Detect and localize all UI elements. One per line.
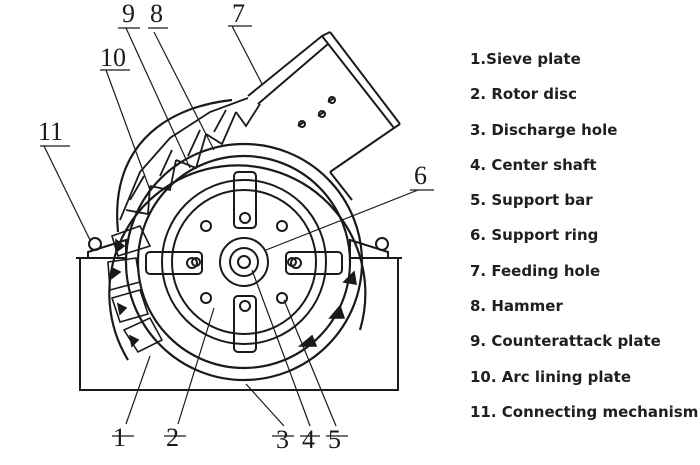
- legend-item-connecting-mechanism: 11. Connecting mechanism: [470, 402, 699, 421]
- callout-7: 7: [232, 0, 245, 28]
- rotor-disc: [161, 179, 327, 345]
- callout-9: 9: [122, 0, 135, 28]
- callout-4: 4: [302, 425, 315, 454]
- callout-6: 6: [414, 161, 427, 190]
- callout-3: 3: [276, 425, 289, 454]
- legend-item-counterattack-plate: 9. Counterattack plate: [470, 332, 661, 351]
- legend-item-support-bar: 5. Support bar: [470, 191, 593, 210]
- feeding-hole: [247, 31, 401, 201]
- parts-legend: 1.Sieve plate 2. Rotor disc 3. Discharge…: [470, 44, 700, 432]
- callout-8: 8: [150, 0, 163, 28]
- callout-10: 10: [100, 43, 126, 72]
- center-shaft: [219, 237, 269, 287]
- legend-item-arc-lining-plate: 10. Arc lining plate: [470, 367, 632, 386]
- legend-item-rotor-disc: 2. Rotor disc: [470, 85, 578, 104]
- leader-lines: [40, 25, 434, 437]
- callout-1: 1: [113, 423, 126, 452]
- hammers: [145, 171, 343, 353]
- legend-item-support-ring: 6. Support ring: [470, 226, 599, 245]
- connecting-mechanism: [87, 237, 389, 259]
- callout-5: 5: [328, 425, 341, 454]
- legend-item-feeding-hole: 7. Feeding hole: [470, 261, 601, 280]
- legend-item-sieve-plate: 1.Sieve plate: [470, 50, 581, 68]
- arc-lining-plate: [107, 225, 357, 354]
- callout-11: 11: [38, 117, 63, 146]
- callout-2: 2: [166, 423, 179, 452]
- legend-item-center-shaft: 4. Center shaft: [470, 155, 597, 174]
- counterattack-plate: [119, 97, 261, 221]
- legend-item-discharge-hole: 3. Discharge hole: [470, 120, 618, 139]
- legend-item-hammer: 8. Hammer: [470, 297, 563, 316]
